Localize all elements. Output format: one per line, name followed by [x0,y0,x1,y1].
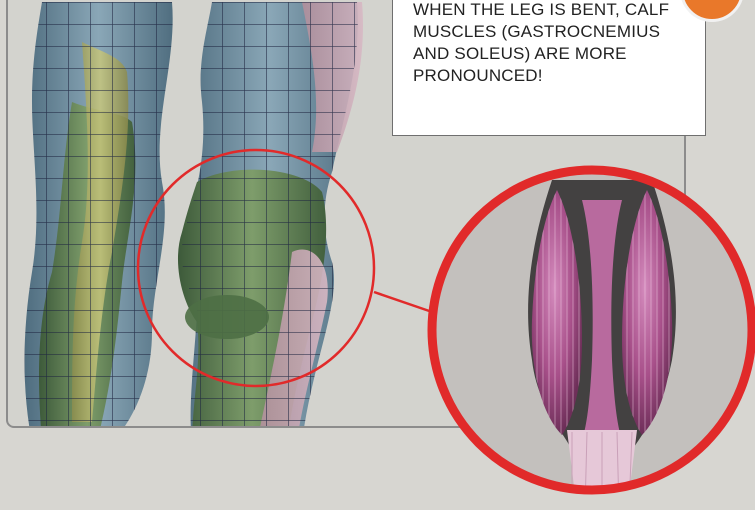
calf-muscle-zoom-inset [422,160,755,510]
callout-text: WHEN THE LEG IS BENT, CALF MUSCLES (GAST… [413,0,693,87]
right-leg-shape [178,2,363,428]
callout-box: WHEN THE LEG IS BENT, CALF MUSCLES (GAST… [392,0,706,136]
calf-bulge [185,295,269,339]
